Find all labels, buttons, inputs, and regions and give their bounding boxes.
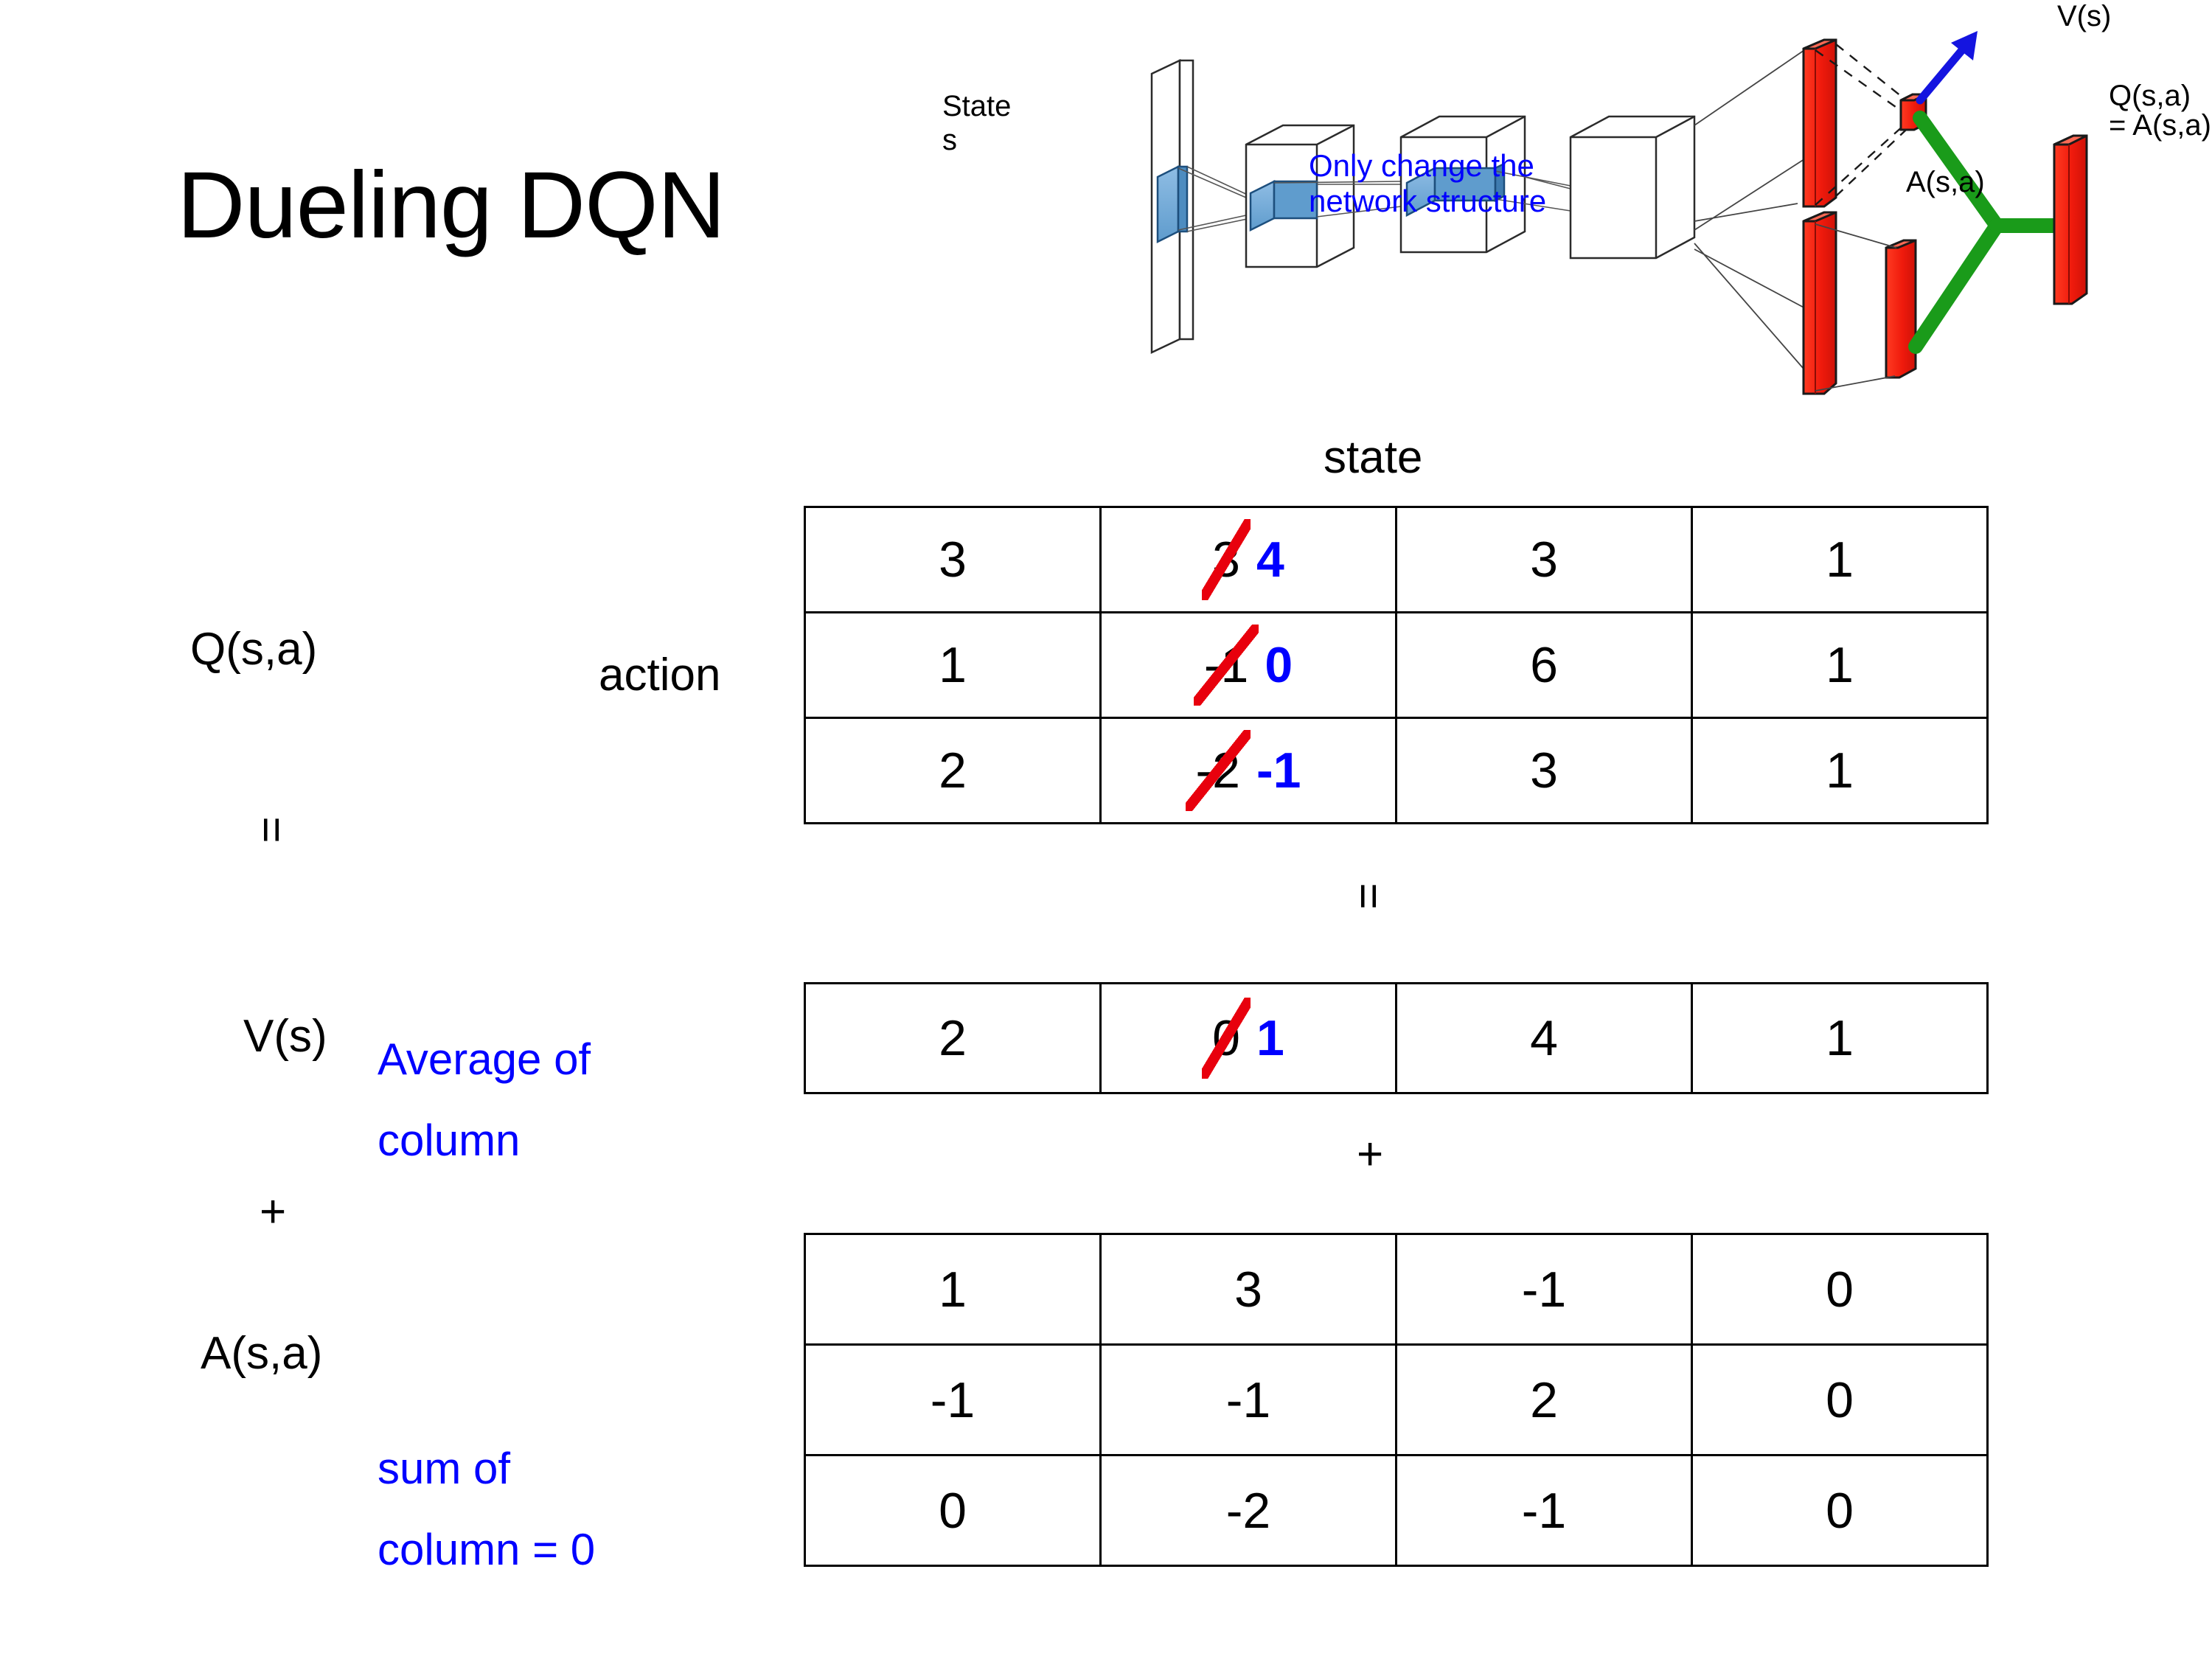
- table-cell: 1: [1691, 611, 1989, 719]
- diagram-input-label-s: s: [942, 124, 957, 156]
- page-title: Dueling DQN: [177, 153, 726, 258]
- corrected-value: 0: [1265, 637, 1293, 693]
- diagram-value-stream-label: V(s): [2057, 0, 2112, 32]
- diagram-output-label-decomposition: = A(s,a)+V(s): [2109, 109, 2212, 142]
- action-axis-label: action: [599, 650, 721, 700]
- conv1-filter-patch: [1249, 179, 1318, 232]
- q-function-label: Q(s,a): [190, 624, 318, 675]
- table-cell: 3: [1395, 506, 1693, 613]
- table-cell: 0: [1691, 1343, 1989, 1456]
- table-cell: 1: [1691, 506, 1989, 613]
- a-function-label: A(s,a): [201, 1328, 323, 1379]
- aggregation-merge: [1908, 111, 2065, 354]
- q-output-bar: [2053, 134, 2088, 305]
- plus-sign-between-tables: +: [1357, 1129, 1384, 1180]
- equals-sign-between-tables: =: [1343, 883, 1394, 910]
- table-cell: 3: [1099, 1233, 1397, 1346]
- v-explanation-note-line-2: column: [378, 1116, 521, 1165]
- value-stream-bar: [1802, 38, 1837, 208]
- table-cell: 1: [1691, 982, 1989, 1094]
- struck-original-value: 0: [1202, 998, 1251, 1079]
- table-cell: 1: [804, 611, 1102, 719]
- diagram-output-label-q: Q(s,a): [2109, 80, 2191, 112]
- value-output-arrow: [1916, 31, 1978, 105]
- table-cell: -1: [1099, 1343, 1397, 1456]
- table-cell: 0: [804, 1454, 1102, 1567]
- table-cell: -1: [1395, 1454, 1693, 1567]
- table-cell: 2: [804, 717, 1102, 824]
- a-explanation-note-line-2: column = 0: [378, 1525, 596, 1574]
- corrected-value: -1: [1256, 742, 1301, 799]
- plus-sign-left-v-a: +: [260, 1186, 287, 1237]
- struck-original-value: -1: [1193, 625, 1259, 706]
- table-cell: 0: [1691, 1454, 1989, 1567]
- advantage-vector-bar: [1885, 239, 1917, 379]
- table-cell: 6: [1395, 611, 1693, 719]
- conv-block-3: [1569, 115, 1696, 260]
- input-filter-patch: [1156, 164, 1189, 244]
- advantage-stream-bar: [1802, 211, 1837, 395]
- v-function-label: V(s): [243, 1011, 327, 1062]
- diagram-advantage-stream-label: A(s,a): [1906, 166, 1985, 198]
- diagram-note-line-1: Only change the: [1309, 148, 1534, 183]
- table-cell: 0: [1691, 1233, 1989, 1346]
- diagram-note-line-2: network structure: [1309, 184, 1547, 218]
- diagram-input-label-state: State: [942, 90, 1012, 122]
- table-cell: 2: [1395, 1343, 1693, 1456]
- table-cell: 4: [1395, 982, 1693, 1094]
- table-cell: -1: [1395, 1233, 1693, 1346]
- dueling-network-diagram: State s V(s) A(s,a) Q(s,a) = A(s,a)+V(s)…: [942, 0, 2212, 420]
- table-cell: 1: [804, 1233, 1102, 1346]
- v-explanation-note-line-1: Average of: [378, 1034, 591, 1084]
- table-cell: -2-1: [1099, 717, 1397, 824]
- table-cell: 3: [1395, 717, 1693, 824]
- state-axis-label: state: [1324, 432, 1423, 483]
- corrected-value: 1: [1256, 1010, 1284, 1066]
- table-cell: 2: [804, 982, 1102, 1094]
- struck-original-value: -2: [1185, 730, 1251, 811]
- equals-sign-left-q-v: =: [246, 816, 297, 844]
- table-cell: 3: [804, 506, 1102, 613]
- a-explanation-note-line-1: sum of: [378, 1444, 511, 1493]
- network-architecture-svg: [1150, 31, 2088, 395]
- table-cell: -2: [1099, 1454, 1397, 1567]
- corrected-value: 4: [1256, 532, 1284, 588]
- table-cell: 1: [1691, 717, 1989, 824]
- struck-original-value: 3: [1202, 519, 1251, 600]
- table-cell: -1: [804, 1343, 1102, 1456]
